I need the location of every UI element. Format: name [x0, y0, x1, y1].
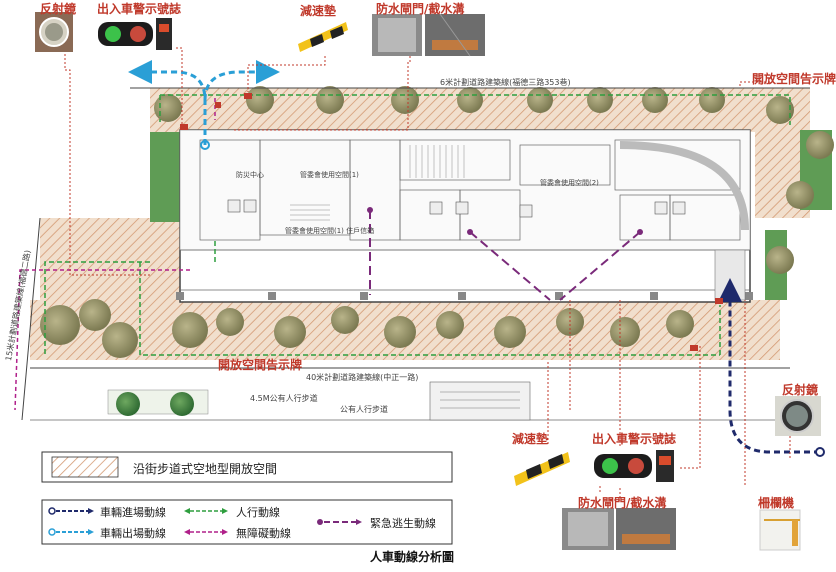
speed-bump-photo-top — [296, 16, 348, 56]
bottom-road-label: 40米計劃道路建築線(中正一路) — [306, 373, 419, 382]
label-mirror-top-left: 反射鏡 — [40, 2, 77, 16]
speed-bump-photo-bottom — [512, 444, 572, 486]
legend-car-in-label: 車輛進場動線 — [100, 506, 166, 519]
tree-row-top — [154, 86, 794, 124]
room-office-left: 管委會使用空間(1) 住戶信箱 — [285, 227, 375, 235]
accessible-routes — [14, 98, 216, 411]
room-security: 防災中心 — [236, 171, 264, 179]
legend-open-space-label: 沿街步道式空地型開放空間 — [133, 462, 278, 476]
legend-routes-box — [41, 499, 453, 545]
flood-gate-photo-bottom — [562, 508, 676, 550]
legend-emergency-sample — [317, 519, 362, 525]
legend-pedestrian-sample — [184, 508, 228, 514]
top-road-label: 6米計劃道路建築線(福德三路353巷) — [440, 78, 571, 87]
barrier-photo-bottom — [759, 509, 801, 551]
interior-walls — [180, 139, 750, 291]
mirror-photo-bottom-right — [775, 396, 821, 436]
signal-photo-top-left — [96, 14, 176, 54]
legend-pedestrian-label: 人行動線 — [236, 506, 280, 519]
walkway-width-label: 4.5M公有人行步道 — [250, 394, 318, 403]
mirror-photo-top-left — [35, 12, 73, 52]
label-flood-gate-bottom: 防水閘門/截水溝 — [578, 496, 667, 510]
staircases — [290, 145, 465, 221]
room-lobby-left: 管委會使用空間(1) — [300, 171, 359, 179]
underground-entrance — [429, 381, 531, 421]
legend-emergency-label: 緊急逃生動線 — [370, 517, 436, 530]
label-signal-top-left: 出入車警示號誌 — [97, 2, 182, 16]
columns — [176, 292, 753, 300]
elevators — [227, 199, 686, 218]
pedestrian-routes — [44, 94, 791, 356]
legend-accessible-label: 無障礙動線 — [236, 527, 291, 540]
room-lobby-mid: 管委會使用空間(2) — [540, 179, 599, 187]
label-barrier-bottom: 柵欄機 — [758, 496, 795, 510]
legend-hatch-swatch — [51, 456, 119, 478]
tree-row-bottom — [40, 131, 834, 358]
emergency-routes — [369, 210, 641, 301]
label-speed-bump-top: 減速墊 — [300, 4, 337, 18]
emergency-exit-dots — [367, 207, 643, 235]
label-flood-gate-top: 防水閘門/截水溝 — [376, 2, 465, 16]
flood-gate-photo-top — [372, 13, 485, 57]
label-open-space-sign-top-right: 開放空間告示牌 — [752, 72, 836, 86]
label-speed-bump-bottom: 減速墊 — [512, 432, 549, 446]
legend-car-out-sample — [48, 528, 94, 536]
ramp-curve — [619, 141, 749, 231]
legend-accessible-sample — [184, 529, 228, 535]
diagram-title: 人車動線分析圖 — [370, 550, 455, 564]
legend-car-in-sample — [48, 507, 94, 515]
label-open-space-sign-mid: 開放空間告示牌 — [218, 358, 303, 372]
car-entry-route — [718, 278, 820, 454]
planter-left — [150, 132, 180, 222]
signal-photo-bottom — [592, 446, 680, 486]
public-walkway-label: 公有人行步道 — [340, 405, 388, 414]
left-building-line — [21, 217, 41, 421]
label-mirror-bottom-right: 反射鏡 — [782, 383, 819, 397]
open-space-left-corner — [40, 218, 180, 300]
car-exit-route — [128, 60, 280, 145]
device-markers — [180, 93, 723, 351]
label-signal-bottom: 出入車警示號誌 — [592, 432, 677, 446]
legend-car-out-label: 車輛出場動線 — [100, 527, 166, 540]
